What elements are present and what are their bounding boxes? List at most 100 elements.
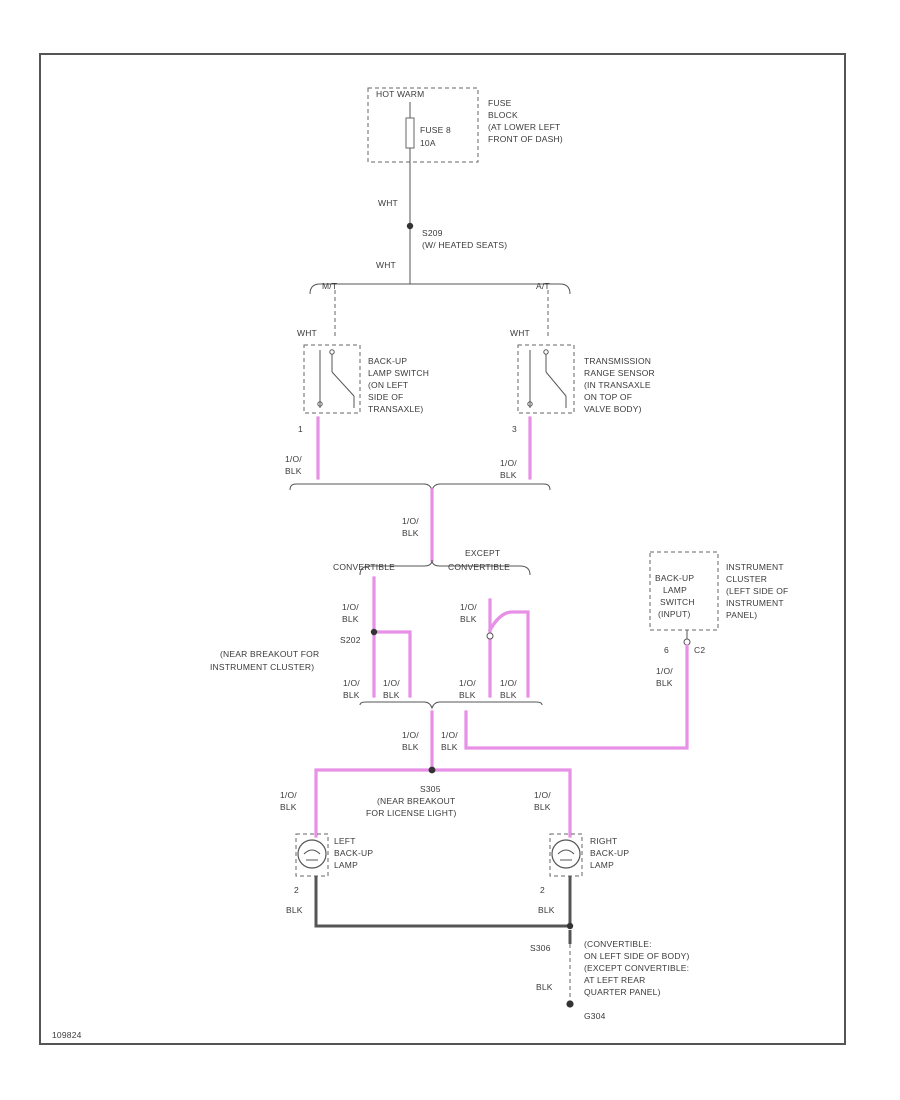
switch-contact-icon — [543, 349, 549, 355]
switch-contact-icon — [329, 349, 335, 355]
ground-location-label: AT LEFT REAR — [584, 975, 645, 985]
fuse-block: HOT WARM FUSE 8 10A FUSE BLOCK (AT LOWER… — [367, 87, 563, 163]
wire-color-label: BLK — [500, 470, 517, 480]
splice-s209-note: (W/ HEATED SEATS) — [422, 240, 507, 250]
cluster-input-label: BACK-UP — [655, 573, 694, 583]
wire-color-label: 1/O/ — [656, 666, 673, 676]
merge-bracket — [359, 701, 543, 710]
right-lamp-label: RIGHT — [590, 836, 617, 846]
ground-location-label: QUARTER PANEL) — [584, 987, 661, 997]
cluster-input-label: (INPUT) — [658, 609, 691, 619]
wire-color-label: 1/O/ — [500, 678, 517, 688]
splice-s202-node — [370, 628, 378, 636]
wire-color-label: BLK — [342, 614, 359, 624]
right-backup-lamp: RIGHT BACK-UP LAMP — [549, 833, 629, 877]
option-convertible-label: CONVERTIBLE — [333, 562, 395, 572]
wire-color-label: WHT — [378, 198, 398, 208]
option-at-label: A/T — [536, 281, 550, 291]
ltgrn-blk-wire — [464, 644, 689, 750]
right-lamp-label: BACK-UP — [590, 848, 629, 858]
cluster-label: (LEFT SIDE OF — [726, 586, 788, 596]
backup-lamp-switch: WHT BACK-UP LAMP SWITCH (ON LEFT SIDE OF… — [297, 328, 429, 414]
wire-color-label: BLK — [500, 690, 517, 700]
range-sensor-label: ON TOP OF — [584, 392, 632, 402]
fuse-icon — [405, 117, 415, 149]
splice-s202-label: S202 — [340, 635, 361, 645]
wire-color-label: 1/O/ — [441, 730, 458, 740]
wire-color-label: BLK — [656, 678, 673, 688]
backup-switch-label: LAMP SWITCH — [368, 368, 429, 378]
splice-s202-note: (NEAR BREAKOUT FOR — [220, 649, 319, 659]
pin-number: 3 — [512, 424, 517, 434]
fuse-block-label: (AT LOWER LEFT — [488, 122, 560, 132]
wire-color-label: BLK — [460, 614, 477, 624]
left-backup-lamp: LEFT BACK-UP LAMP — [295, 833, 373, 877]
wire-color-label: 1/O/ — [285, 454, 302, 464]
instrument-cluster: BACK-UP LAMP SWITCH (INPUT) INSTRUMENT C… — [649, 551, 788, 646]
transmission-range-sensor: WHT TRANSMISSION RANGE SENSOR (IN TRANSA… — [510, 328, 655, 414]
wire-color-label: BLK — [536, 982, 553, 992]
pin-number: 2 — [294, 885, 299, 895]
ltgrn-blk-wire — [314, 768, 572, 838]
wire-color-label: 1/O/ — [402, 730, 419, 740]
wire-color-label: BLK — [402, 528, 419, 538]
splice-s306-label: S306 — [530, 943, 551, 953]
figure-id: 109824 — [52, 1030, 82, 1040]
fuse-block-label: FRONT OF DASH) — [488, 134, 563, 144]
wire-color-label: 1/O/ — [460, 602, 477, 612]
left-lamp-label: LAMP — [334, 860, 358, 870]
ground-location-label: ON LEFT SIDE OF BODY) — [584, 951, 690, 961]
fuse-block-label: FUSE — [488, 98, 512, 108]
pin-number: 6 — [664, 645, 669, 655]
pin-number: 2 — [540, 885, 545, 895]
option-mt-label: M/T — [322, 281, 337, 291]
ground-location-label: (EXCEPT CONVERTIBLE: — [584, 963, 689, 973]
merge-bracket — [289, 483, 551, 492]
ground-wire — [314, 876, 570, 928]
range-sensor-label: (IN TRANSAXLE — [584, 380, 651, 390]
backup-switch-label: (ON LEFT — [368, 380, 408, 390]
wire-color-label: BLK — [383, 690, 400, 700]
wire-color-label: BLK — [285, 466, 302, 476]
wire-color-label: 1/O/ — [459, 678, 476, 688]
ltgrn-blk-wire — [487, 610, 530, 698]
cluster-input-label: LAMP — [663, 585, 687, 595]
wire-color-label: BLK — [402, 742, 419, 752]
switch-blade-icon — [331, 371, 355, 397]
switch-contact-icon — [527, 401, 533, 407]
connector-icon — [683, 638, 691, 646]
option-bracket — [309, 283, 571, 295]
ltgrn-blk-wire — [372, 630, 412, 698]
wire-color-label: 1/O/ — [342, 602, 359, 612]
ground-id-label: G304 — [584, 1011, 606, 1021]
range-sensor-label: VALVE BODY) — [584, 404, 642, 414]
wire-color-label: WHT — [376, 260, 396, 270]
lamp-bulb-icon — [551, 839, 581, 869]
wire-color-label: BLK — [286, 905, 303, 915]
wire-color-label: 1/O/ — [402, 516, 419, 526]
switch-blade-icon — [545, 371, 567, 397]
wire-color-label: 1/O/ — [534, 790, 551, 800]
wire-color-label: WHT — [510, 328, 530, 338]
wire-color-label: BLK — [459, 690, 476, 700]
splice-s209-label: S209 — [422, 228, 443, 238]
left-lamp-label: BACK-UP — [334, 848, 373, 858]
lamp-bulb-icon — [297, 839, 327, 869]
left-lamp-label: LEFT — [334, 836, 356, 846]
ground-location-label: (CONVERTIBLE: — [584, 939, 652, 949]
fuse-rating: 10A — [420, 138, 436, 148]
right-lamp-label: LAMP — [590, 860, 614, 870]
splice-s209-node — [406, 222, 414, 230]
wire-color-label: 1/O/ — [343, 678, 360, 688]
option-except-label: EXCEPT — [465, 548, 500, 558]
splice-s305-note: FOR LICENSE LIGHT) — [366, 808, 457, 818]
wire-color-label: BLK — [534, 802, 551, 812]
pin-number: 1 — [298, 424, 303, 434]
backup-switch-label: SIDE OF — [368, 392, 403, 402]
wire-color-label: 1/O/ — [500, 458, 517, 468]
fuse-number: FUSE 8 — [420, 125, 451, 135]
backup-switch-label: TRANSAXLE) — [368, 404, 423, 414]
connector-icon — [486, 632, 494, 640]
splice-s202-note: INSTRUMENT CLUSTER) — [210, 662, 314, 672]
option-bracket — [359, 559, 531, 576]
